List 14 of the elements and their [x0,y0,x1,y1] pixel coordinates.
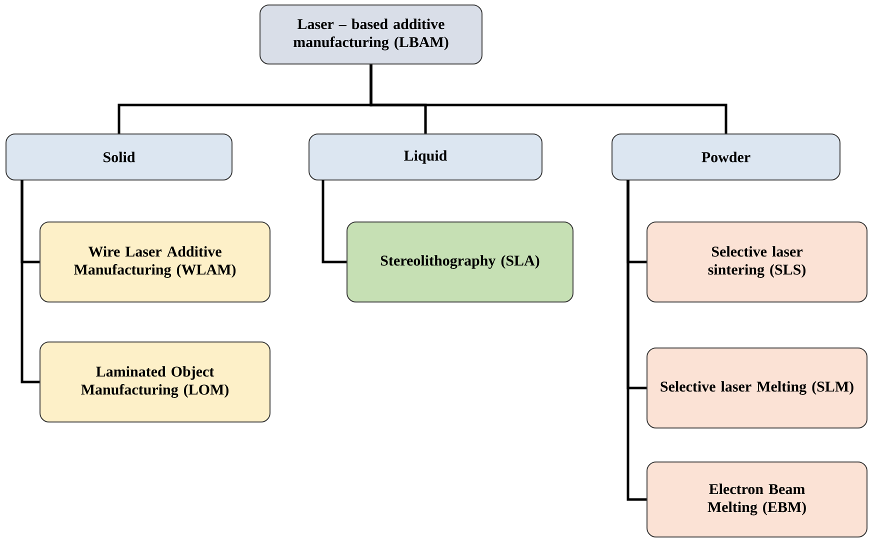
connector-line [20,180,40,384]
connector-line [370,64,728,134]
method-box: Stereolithography (SLA) [346,222,574,302]
category-box: Solid [6,134,232,180]
method-box: Wire Laser Additive Manufacturing (WLAM) [40,222,270,302]
connector-line [322,180,346,264]
category-box: Powder [612,134,840,180]
method-box: Electron Beam Melting (EBM) [646,461,868,538]
method-box: Selective laser sintering (SLS) [646,222,868,302]
category-box: Liquid [308,134,542,180]
method-box: Laminated Object Manufacturing (LOM) [40,342,270,422]
connector-line [626,180,646,501]
method-box: Selective laser Melting (SLM) [646,347,868,428]
root-box: Laser – based additive manufacturing (LBAM) [260,4,482,64]
